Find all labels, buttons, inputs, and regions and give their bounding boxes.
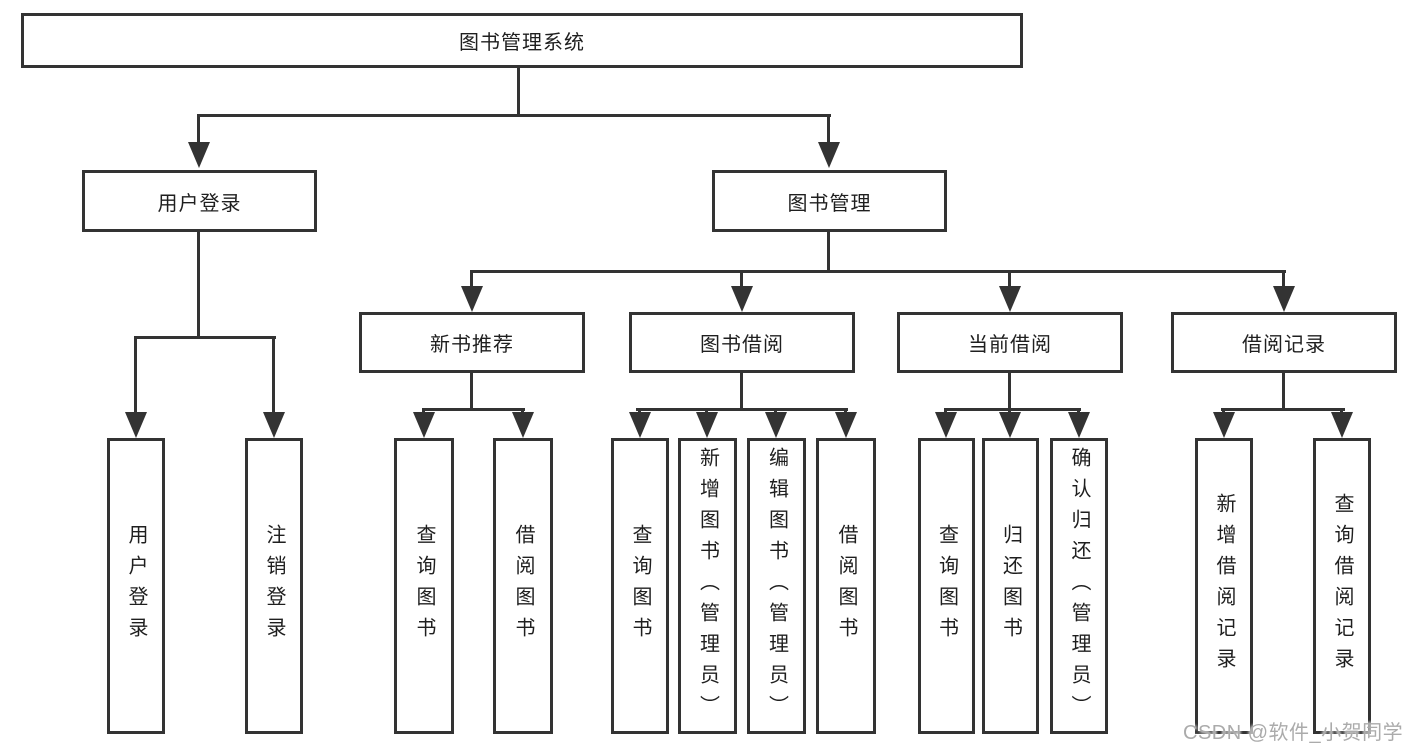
node-user-login: 用户登录: [82, 170, 317, 232]
leaf-query-books-borrow: 查询图书: [611, 438, 669, 734]
leaf-logout: 注销登录: [245, 438, 303, 734]
connector-line: [197, 114, 831, 117]
connector-line: [197, 232, 200, 339]
connector-line: [422, 408, 525, 411]
connector-line: [272, 336, 275, 414]
connector-arrowhead: [413, 412, 435, 438]
leaf-add-borrow-record: 新增借阅记录: [1195, 438, 1253, 734]
connector-line: [470, 270, 1286, 273]
connector-line: [1221, 408, 1345, 411]
node-current-borrow: 当前借阅: [897, 312, 1123, 373]
node-book-management: 图书管理: [712, 170, 947, 232]
connector-arrowhead: [1331, 412, 1353, 438]
connector-arrowhead: [1213, 412, 1235, 438]
connector-line: [134, 336, 276, 339]
connector-line: [944, 408, 1081, 411]
leaf-query-borrow-record: 查询借阅记录: [1313, 438, 1371, 734]
leaf-query-books-recommend: 查询图书: [394, 438, 454, 734]
node-new-book-recommend: 新书推荐: [359, 312, 585, 373]
connector-arrowhead: [125, 412, 147, 438]
connector-line: [740, 373, 743, 411]
connector-arrowhead: [461, 286, 483, 312]
connector-line: [517, 68, 520, 117]
connector-line: [1282, 373, 1285, 411]
connector-arrowhead: [1068, 412, 1090, 438]
connector-line: [470, 270, 473, 288]
connector-line: [197, 114, 200, 145]
leaf-edit-book-admin: 编辑图书（管理员）: [747, 438, 806, 734]
connector-arrowhead: [765, 412, 787, 438]
connector-line: [1008, 270, 1011, 288]
leaf-return-book: 归还图书: [982, 438, 1039, 734]
connector-line: [827, 232, 830, 273]
connector-line: [1008, 373, 1011, 411]
connector-line: [1282, 270, 1285, 288]
connector-arrowhead: [731, 286, 753, 312]
connector-line: [134, 336, 137, 414]
connector-line: [636, 408, 848, 411]
connector-line: [827, 114, 830, 145]
node-root: 图书管理系统: [21, 13, 1023, 68]
leaf-user-login: 用户登录: [107, 438, 165, 734]
connector-arrowhead: [935, 412, 957, 438]
connector-arrowhead: [835, 412, 857, 438]
connector-arrowhead: [818, 142, 840, 168]
leaf-borrow-books-recommend: 借阅图书: [493, 438, 553, 734]
connector-arrowhead: [999, 412, 1021, 438]
connector-line: [740, 270, 743, 288]
watermark-text: CSDN @软件_小贺同学: [1183, 722, 1404, 744]
leaf-query-books-current: 查询图书: [918, 438, 975, 734]
connector-arrowhead: [629, 412, 651, 438]
node-borrow-records: 借阅记录: [1171, 312, 1397, 373]
connector-arrowhead: [999, 286, 1021, 312]
connector-arrowhead: [1273, 286, 1295, 312]
node-book-borrow: 图书借阅: [629, 312, 855, 373]
connector-arrowhead: [512, 412, 534, 438]
connector-line: [470, 373, 473, 411]
connector-arrowhead: [188, 142, 210, 168]
leaf-borrow-books: 借阅图书: [816, 438, 876, 734]
connector-arrowhead: [696, 412, 718, 438]
leaf-add-book-admin: 新增图书（管理员）: [678, 438, 737, 734]
leaf-confirm-return-admin: 确认归还（管理员）: [1050, 438, 1108, 734]
connector-arrowhead: [263, 412, 285, 438]
